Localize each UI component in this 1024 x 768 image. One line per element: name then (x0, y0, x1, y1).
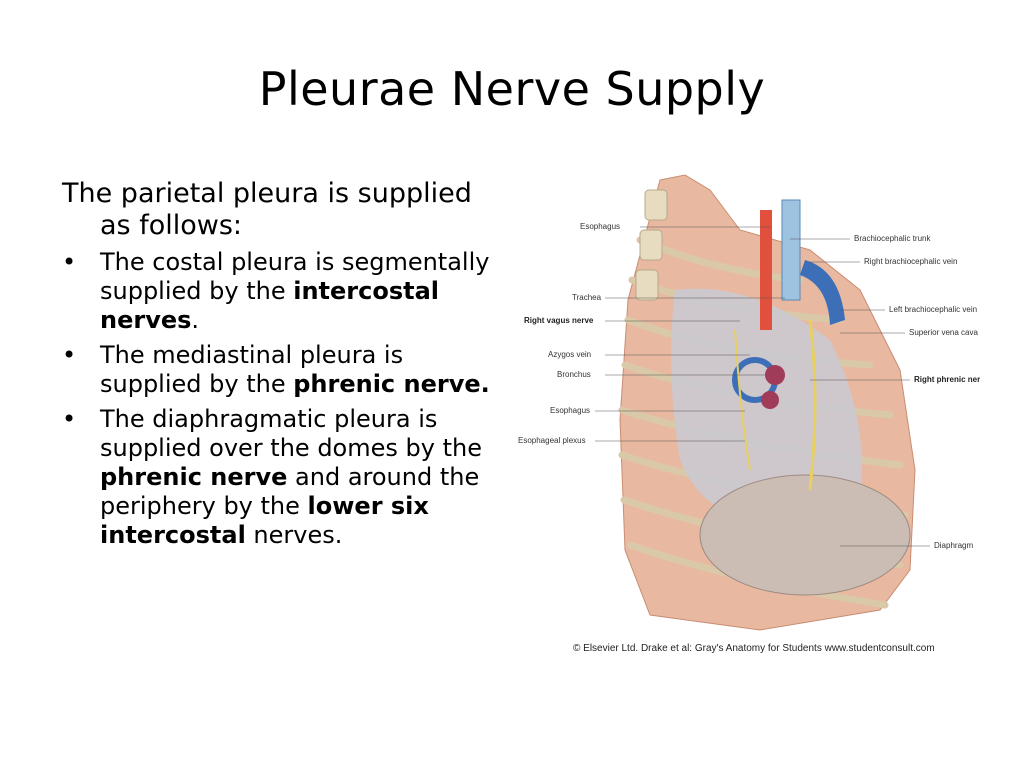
slide-body: The parietal pleura is supplied as follo… (62, 178, 502, 556)
bullet-bold: phrenic nerve. (293, 370, 490, 398)
bullet-costal: • The costal pleura is segmentally suppl… (62, 248, 502, 335)
bullet-text: The diaphragmatic pleura is supplied ove… (100, 405, 482, 462)
bullet-bold: lower six intercostal (100, 492, 429, 549)
bullet-text: and around the periphery by the (100, 463, 480, 520)
bullet-icon: • (62, 405, 77, 433)
bullet-icon: • (62, 248, 77, 276)
label-diaphragm: Diaphragm (934, 541, 973, 550)
bullet-text: nerves. (245, 521, 343, 549)
label-superior-vena-cava: Superior vena cava (909, 328, 978, 337)
label-azygos-vein: Azygos vein (548, 350, 591, 359)
bullet-list: • The costal pleura is segmentally suppl… (62, 248, 502, 550)
bullet-bold: intercostal nerves (100, 277, 440, 334)
figure-credit: © Elsevier Ltd. Drake et al: Gray's Anat… (573, 643, 935, 654)
anatomy-illustration: Esophagus Trachea Right vagus nerve Azyg… (510, 170, 980, 670)
label-esophagus-lower: Esophagus (550, 406, 590, 415)
bullet-bold: phrenic nerve (100, 463, 288, 491)
bullet-text: The costal pleura is segmentally supplie… (100, 248, 490, 305)
thorax-drawing: Esophagus Trachea Right vagus nerve Azyg… (518, 174, 980, 631)
label-esophageal-plexus: Esophageal plexus (518, 436, 586, 445)
bullet-text: . (191, 306, 200, 334)
label-brachiocephalic-trunk: Brachiocephalic trunk (854, 234, 931, 243)
label-right-vagus-nerve: Right vagus nerve (524, 316, 594, 325)
bullet-diaphragmatic: • The diaphragmatic pleura is supplied o… (62, 405, 502, 550)
label-esophagus: Esophagus (580, 222, 620, 231)
label-right-brachiocephalic-vein: Right brachiocephalic vein (864, 257, 957, 266)
label-right-phrenic-nerve: Right phrenic nerve (914, 375, 980, 384)
bullet-icon: • (62, 341, 77, 369)
bullet-text: The mediastinal pleura is supplied by th… (100, 341, 404, 398)
label-trachea: Trachea (572, 293, 602, 302)
intro-text: The parietal pleura is supplied as follo… (62, 178, 472, 241)
bullet-mediastinal: • The mediastinal pleura is supplied by … (62, 341, 502, 399)
slide-title: Pleurae Nerve Supply (258, 62, 766, 116)
label-left-brachiocephalic-vein: Left brachiocephalic vein (889, 305, 977, 314)
label-bronchus: Bronchus (557, 370, 591, 379)
